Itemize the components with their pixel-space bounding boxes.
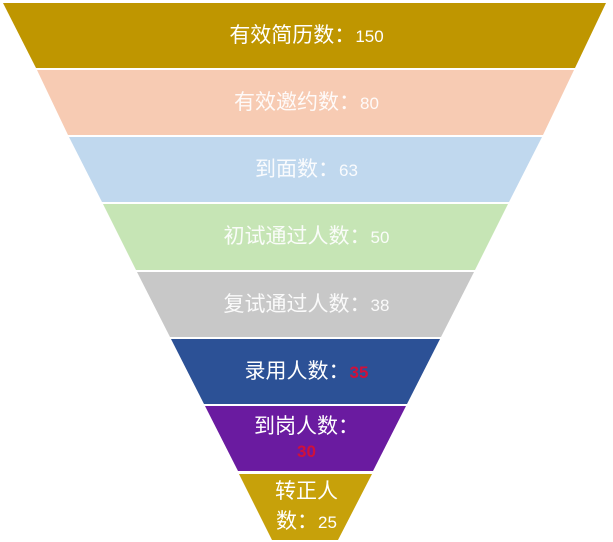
band-value: 80 bbox=[360, 93, 379, 113]
band-label: 录用人数：35 bbox=[244, 358, 369, 383]
funnel-band-1: 有效简历数：150 bbox=[0, 3, 613, 68]
band-label: 有效邀约数：80 bbox=[234, 89, 379, 114]
band-label: 复试通过人数：38 bbox=[223, 291, 390, 316]
band-label: 初试通过人数：50 bbox=[223, 224, 390, 248]
band-label: 有效简历数：150 bbox=[229, 22, 384, 47]
band-label: 到面数：63 bbox=[255, 156, 358, 181]
funnel-band-6: 录用人数：35 bbox=[0, 339, 613, 404]
band-label: 到岗人数：30 bbox=[254, 413, 359, 465]
funnel-band-4: 初试通过人数：50 bbox=[0, 204, 613, 270]
funnel-band-3: 到面数：63 bbox=[0, 137, 613, 202]
funnel-band-8: 转正人数：25 bbox=[0, 474, 613, 540]
band-label: 转正人数：25 bbox=[275, 479, 338, 533]
band-value: 150 bbox=[355, 26, 384, 46]
band-value: 63 bbox=[339, 160, 358, 180]
band-value: 38 bbox=[370, 295, 390, 315]
funnel-band-6-shape bbox=[171, 339, 440, 404]
funnel-band-2: 有效邀约数：80 bbox=[0, 70, 613, 135]
funnel-band-2-shape bbox=[37, 70, 574, 135]
funnel-band-1-shape bbox=[3, 3, 606, 68]
band-value: 35 bbox=[349, 362, 369, 382]
funnel-band-5: 复试通过人数：38 bbox=[0, 272, 613, 337]
funnel-band-3-shape bbox=[69, 137, 542, 202]
band-value: 50 bbox=[370, 228, 390, 247]
band-value: 30 bbox=[297, 441, 316, 461]
funnel-band-8-shape bbox=[239, 474, 372, 540]
funnel-band-7-shape bbox=[205, 406, 406, 471]
funnel-band-7: 到岗人数：30 bbox=[0, 406, 613, 471]
funnel-band-4-shape bbox=[103, 204, 508, 270]
funnel-band-5-shape bbox=[137, 272, 474, 337]
band-value: 25 bbox=[318, 513, 337, 532]
